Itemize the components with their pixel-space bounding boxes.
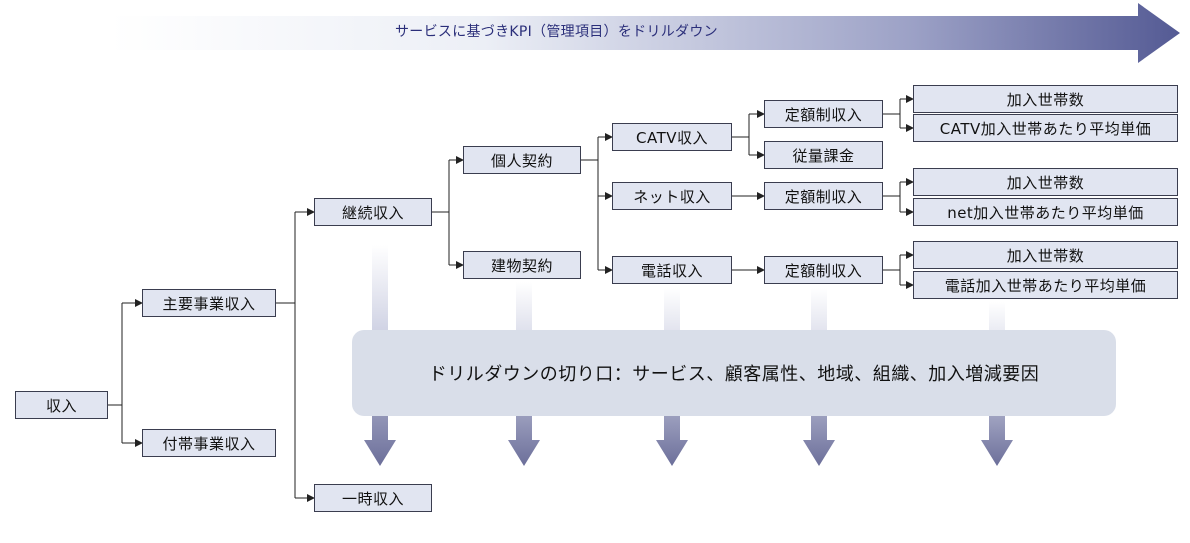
node-net-arpu: net加入世帯あたり平均単価 — [913, 198, 1178, 226]
node-building-contract: 建物契約 — [463, 251, 581, 279]
node-individual-contract: 個人契約 — [463, 146, 581, 174]
node-incidental-business-revenue: 付帯事業収入 — [142, 429, 276, 457]
node-net-subscribers: 加入世帯数 — [913, 168, 1178, 196]
node-catv-flat-rate-revenue: 定額制収入 — [764, 100, 883, 128]
node-catv-metered-billing: 従量課金 — [764, 141, 883, 169]
drilldown-banner-arrow — [110, 3, 1180, 63]
node-phone-subscribers: 加入世帯数 — [913, 241, 1178, 269]
node-phone-flat-rate-revenue: 定額制収入 — [764, 256, 883, 284]
node-phone-arpu: 電話加入世帯あたり平均単価 — [913, 271, 1178, 299]
drilldown-banner-label: サービスに基づきKPI（管理項目）をドリルダウン — [395, 24, 718, 40]
node-revenue: 収入 — [15, 391, 108, 419]
node-catv-subscribers: 加入世帯数 — [913, 85, 1178, 113]
tree-connectors — [108, 95, 914, 502]
drilldown-dimensions-box: ドリルダウンの切り口：サービス、顧客属性、地域、組織、加入増減要因 — [352, 330, 1116, 416]
node-main-business-revenue: 主要事業収入 — [142, 289, 276, 317]
node-one-time-revenue: 一時収入 — [314, 484, 432, 512]
drilldown-dimensions-label: ドリルダウンの切り口：サービス、顧客属性、地域、組織、加入増減要因 — [428, 364, 1040, 385]
node-phone-revenue: 電話収入 — [612, 256, 732, 284]
node-net-revenue: ネット収入 — [612, 182, 732, 210]
node-net-flat-rate-revenue: 定額制収入 — [764, 182, 883, 210]
node-catv-arpu: CATV加入世帯あたり平均単価 — [913, 114, 1178, 142]
node-recurring-revenue: 継続収入 — [314, 198, 432, 226]
node-catv-revenue: CATV収入 — [612, 123, 732, 151]
